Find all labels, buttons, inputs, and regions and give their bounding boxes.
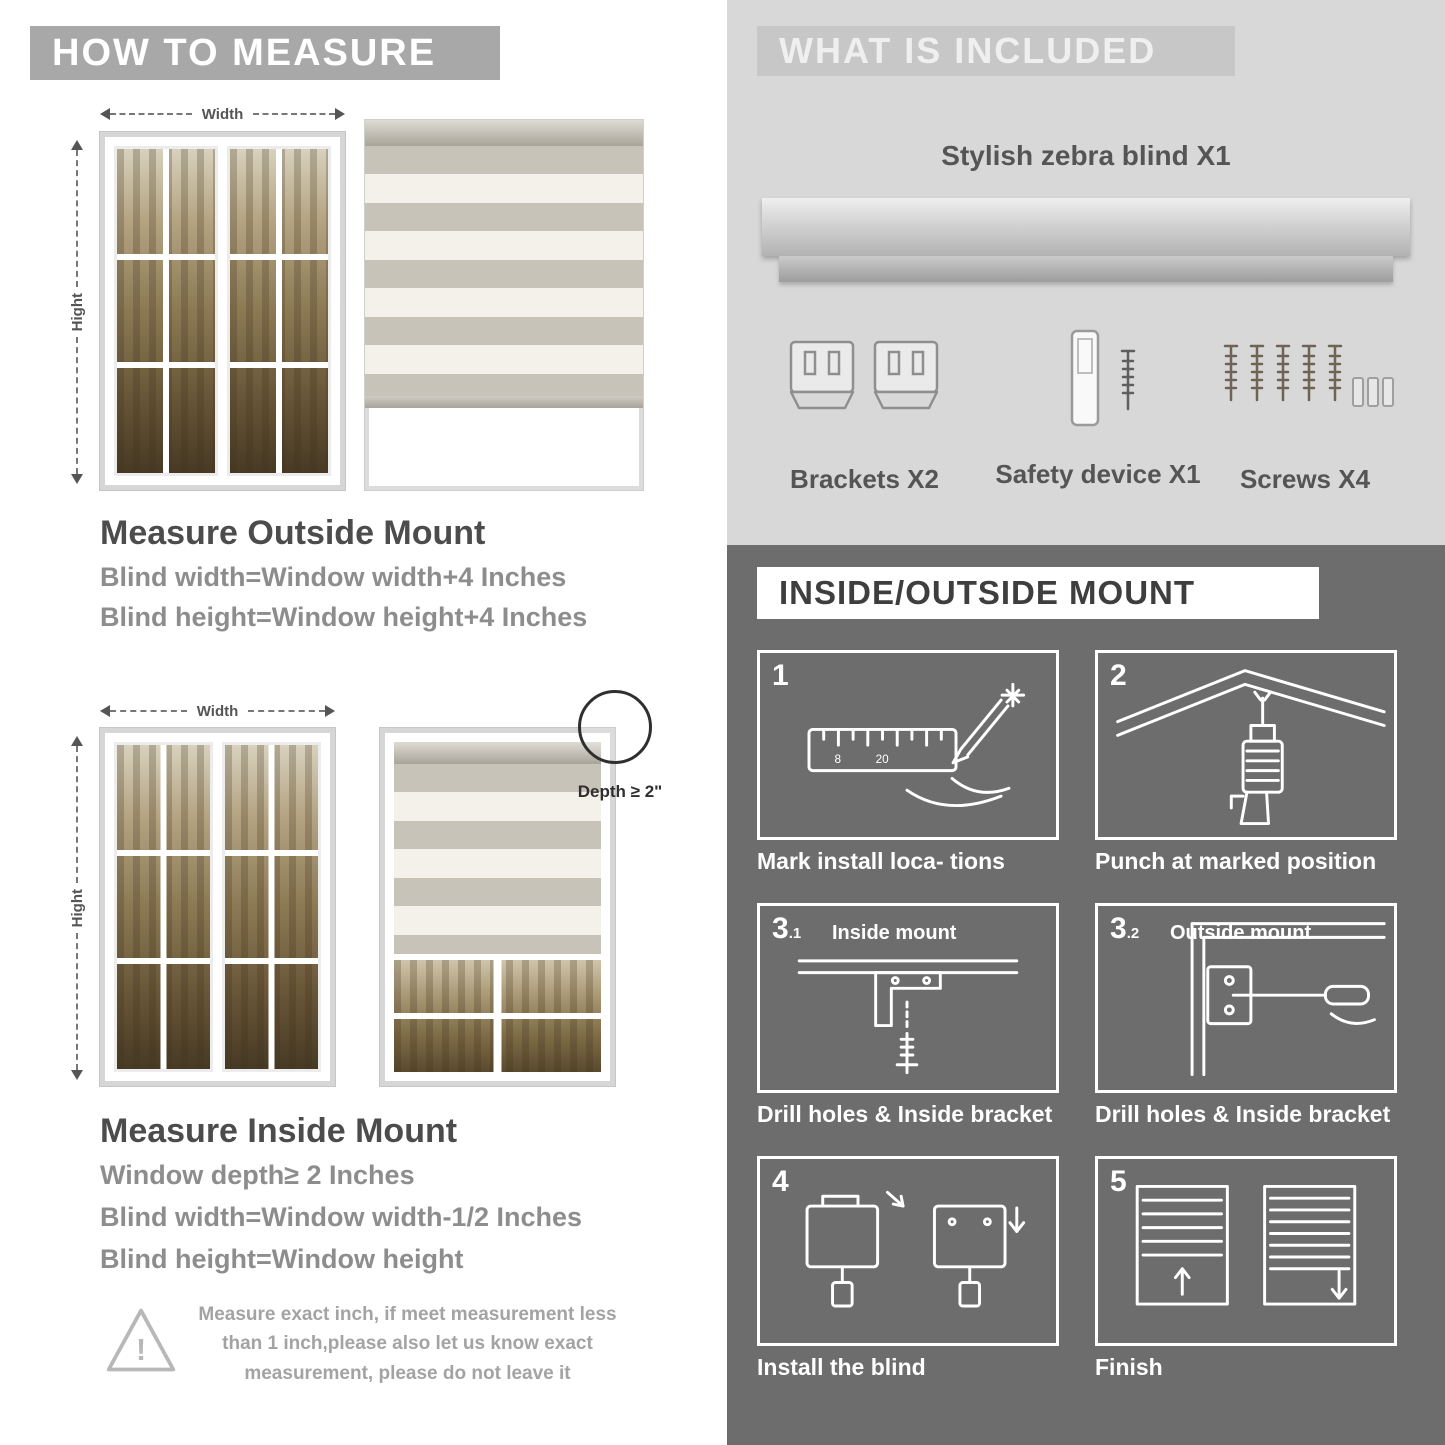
width-arrow-outside: Width bbox=[100, 104, 346, 124]
what-is-included-header: WHAT IS INCLUDED bbox=[757, 26, 1235, 76]
step-number: 2 bbox=[1110, 659, 1127, 692]
step-number: 5 bbox=[1110, 1165, 1127, 1198]
arrow-left-icon bbox=[100, 705, 110, 717]
step-number: 4 bbox=[772, 1165, 789, 1198]
arrow-left-icon bbox=[100, 108, 110, 120]
arrow-down-icon bbox=[71, 474, 83, 485]
what-is-included-section: WHAT IS INCLUDED Stylish zebra blind X1 … bbox=[727, 0, 1445, 545]
step-panel-2: 2 bbox=[1095, 650, 1397, 840]
window-below-blind bbox=[365, 408, 643, 490]
height-label: Hight bbox=[68, 292, 86, 332]
step-panel-3-2: 3.2 Outside mount bbox=[1095, 903, 1397, 1093]
step-panel-4: 4 bbox=[757, 1156, 1059, 1346]
step-number: 1 bbox=[772, 659, 789, 692]
blind-bottom-rail bbox=[365, 396, 643, 408]
step-panel-5: 5 bbox=[1095, 1156, 1397, 1346]
height-label: Hight bbox=[68, 888, 86, 928]
zebra-blind-outside-illustration bbox=[365, 120, 643, 490]
included-item-brackets: Brackets X2 bbox=[767, 330, 962, 495]
window-glass-below-blind bbox=[394, 960, 601, 1072]
included-item-screws: Screws X4 bbox=[1205, 330, 1405, 495]
window-sash bbox=[222, 742, 321, 1072]
inside-depth-rule: Window depth≥ 2 Inches bbox=[100, 1160, 415, 1190]
window-sash bbox=[114, 742, 213, 1072]
outside-bracket-illustration bbox=[1190, 922, 1386, 1077]
outside-mount-title: Measure Outside Mount bbox=[100, 514, 486, 552]
step-inner-label: Inside mount bbox=[832, 922, 957, 944]
svg-text:20: 20 bbox=[876, 753, 890, 766]
svg-text:!: ! bbox=[136, 1333, 146, 1367]
step-number: 3.2 bbox=[1110, 912, 1140, 945]
mark-locations-illustration: 8 20 bbox=[807, 682, 1026, 808]
blind-headrail-illustration bbox=[762, 198, 1410, 256]
arrow-up-icon bbox=[71, 140, 83, 150]
finish-illustration bbox=[1135, 1184, 1357, 1306]
drill-illustration bbox=[1116, 669, 1386, 826]
inside-mount-title: Measure Inside Mount bbox=[100, 1112, 458, 1150]
step-caption-4: Install the blind bbox=[757, 1354, 926, 1380]
arrow-down-icon bbox=[71, 1070, 83, 1081]
height-arrow-inside: Hight bbox=[66, 736, 88, 1081]
width-arrow-inside: Width bbox=[100, 701, 336, 721]
warning-triangle-icon: ! bbox=[106, 1308, 176, 1372]
safety-device-label: Safety device X1 bbox=[995, 459, 1201, 489]
step-caption-2: Punch at marked position bbox=[1095, 848, 1377, 874]
step-panel-3-1: 3.1 Inside mount bbox=[757, 903, 1059, 1093]
mount-instructions-section: INSIDE/OUTSIDE MOUNT 8 20 1 Mark install … bbox=[727, 545, 1445, 1445]
step-inner-label: Outside mount bbox=[1170, 922, 1312, 944]
install-blind-illustration bbox=[805, 1190, 1026, 1308]
depth-callout-circle bbox=[578, 690, 652, 764]
step-panel-1: 8 20 1 bbox=[757, 650, 1059, 840]
how-to-measure-header: HOW TO MEASURE bbox=[30, 26, 500, 80]
depth-label: Depth ≥ 2" bbox=[577, 782, 663, 801]
blind-roll-illustration bbox=[779, 256, 1393, 282]
arrow-right-icon bbox=[335, 108, 346, 120]
measure-warning-text: Measure exact inch, if meet measurement … bbox=[198, 1304, 617, 1384]
outside-formula-height: Blind height=Window height+4 Inches bbox=[100, 602, 588, 632]
window-glass bbox=[374, 413, 634, 481]
step-caption-3-2: Drill holes & Inside bracket bbox=[1095, 1101, 1391, 1127]
blind-fabric bbox=[365, 146, 643, 396]
blind-cassette bbox=[394, 742, 601, 764]
step-caption-5: Finish bbox=[1095, 1354, 1163, 1380]
mount-section-header: INSIDE/OUTSIDE MOUNT bbox=[757, 567, 1319, 619]
arrow-up-icon bbox=[71, 736, 83, 746]
width-label: Width bbox=[196, 702, 239, 720]
arrow-right-icon bbox=[325, 705, 336, 717]
height-arrow-outside: Hight bbox=[66, 140, 88, 485]
brackets-label: Brackets X2 bbox=[790, 464, 939, 494]
included-item-safety-device: Safety device X1 bbox=[989, 325, 1207, 490]
blind-fabric bbox=[394, 764, 601, 954]
inside-formula-width: Blind width=Window width-1/2 Inches bbox=[100, 1202, 583, 1232]
width-label: Width bbox=[201, 105, 244, 123]
step-number: 3.1 bbox=[772, 912, 802, 945]
outside-formula-width: Blind width=Window width+4 Inches bbox=[100, 562, 567, 592]
inside-formula-height: Blind height=Window height bbox=[100, 1244, 464, 1274]
safety-device-icon bbox=[1070, 329, 1136, 427]
step-caption-3-1: Drill holes & Inside bracket bbox=[757, 1101, 1053, 1127]
screws-label: Screws X4 bbox=[1239, 464, 1371, 494]
window-sash bbox=[114, 146, 218, 476]
svg-text:8: 8 bbox=[834, 753, 841, 766]
step-caption-1: Mark install loca- tions bbox=[757, 848, 1005, 874]
inside-bracket-illustration bbox=[797, 959, 1019, 1075]
screws-icon bbox=[1223, 344, 1394, 407]
blind-cassette bbox=[365, 120, 643, 146]
zebra-blind-inside-illustration bbox=[380, 728, 615, 1086]
window-illustration-inside bbox=[100, 728, 335, 1086]
window-illustration-outside bbox=[100, 132, 345, 490]
product-label: Stylish zebra blind X1 bbox=[941, 140, 1231, 171]
window-sash bbox=[227, 146, 331, 476]
brackets-icon bbox=[789, 340, 938, 410]
